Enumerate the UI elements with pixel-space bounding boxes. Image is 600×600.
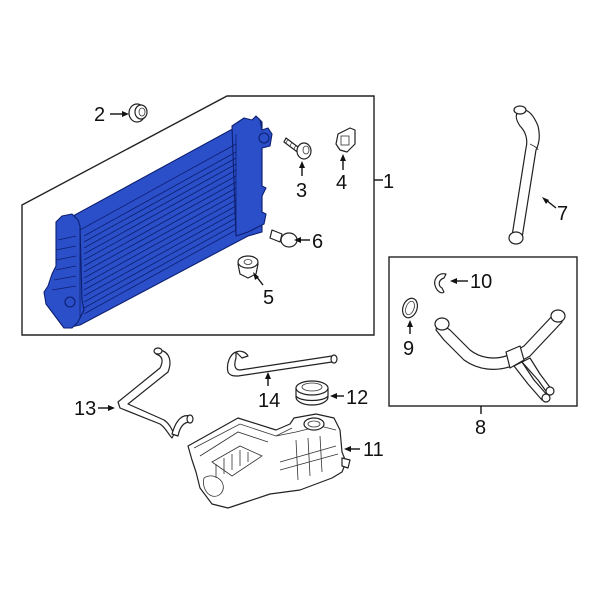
upper-insulator[interactable] xyxy=(128,103,148,123)
vent-hose[interactable] xyxy=(226,350,338,377)
overflow-hose[interactable] xyxy=(117,347,194,439)
group-8-frame xyxy=(388,256,578,414)
group-1-frame xyxy=(21,95,383,336)
lower-hose-assembly[interactable] xyxy=(434,309,566,403)
callout-9[interactable]: 9 xyxy=(403,338,414,360)
bolt[interactable] xyxy=(283,137,312,160)
o-ring[interactable] xyxy=(400,296,420,320)
clip[interactable] xyxy=(434,273,447,294)
callout-14[interactable]: 14 xyxy=(258,390,280,412)
radiator[interactable] xyxy=(43,115,273,329)
radiator-fins xyxy=(51,134,237,318)
drain-plug[interactable] xyxy=(269,229,298,248)
callout-1[interactable]: 1 xyxy=(383,171,394,193)
callout-6[interactable]: 6 xyxy=(312,231,323,253)
callout-12[interactable]: 12 xyxy=(346,387,368,409)
lower-insulator[interactable] xyxy=(237,255,259,279)
upper-hose[interactable] xyxy=(508,105,540,245)
callout-8[interactable]: 8 xyxy=(475,417,486,439)
callout-11[interactable]: 11 xyxy=(363,439,384,461)
callout-7[interactable]: 7 xyxy=(557,203,568,225)
callout-5[interactable]: 5 xyxy=(263,287,274,309)
callout-13[interactable]: 13 xyxy=(74,398,96,420)
nut[interactable] xyxy=(335,127,356,153)
reservoir[interactable] xyxy=(187,413,351,509)
callout-3[interactable]: 3 xyxy=(296,180,307,202)
callout-2[interactable]: 2 xyxy=(94,104,105,126)
callout-10[interactable]: 10 xyxy=(470,271,492,293)
callout-4[interactable]: 4 xyxy=(336,172,347,194)
reservoir-cap[interactable] xyxy=(295,380,329,406)
